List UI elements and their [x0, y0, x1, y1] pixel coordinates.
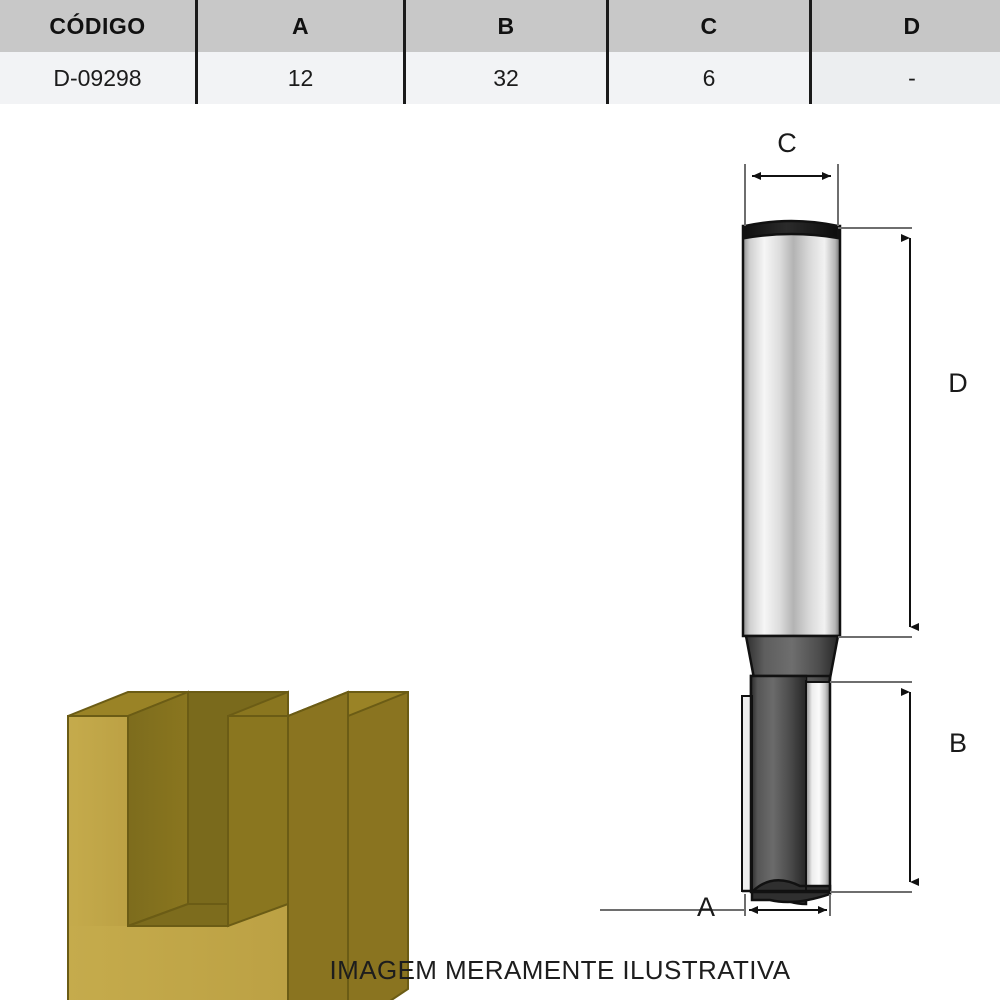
bit-cutter-body-fill [751, 676, 806, 891]
router-bit-illustration [741, 219, 842, 906]
column-header-d: D [809, 0, 1000, 52]
dimension-label-b: B [949, 728, 967, 758]
dimension-annotations [600, 164, 919, 916]
table-body: D-09298 12 32 6 - [0, 52, 1000, 104]
dimension-label-a: A [697, 892, 715, 922]
dimension-label-d: D [948, 368, 968, 398]
bit-shank-top-cap [743, 219, 840, 240]
spec-table: CÓDIGO A B C D D-09298 12 32 6 - [0, 0, 1000, 105]
illustration-caption: IMAGEM MERAMENTE ILUSTRATIVA [0, 955, 1000, 986]
wood-left-prong-front [68, 716, 128, 926]
wood-right-face [347, 691, 409, 1000]
wood-block-illustration [67, 690, 409, 1000]
cell-codigo: D-09298 [0, 52, 197, 104]
wood-groove-inner-right [227, 690, 289, 928]
wood-groove-inner-left [127, 690, 189, 928]
table-bottom-divider [0, 104, 1000, 105]
column-header-c: C [606, 0, 811, 52]
wood-edge-top-right [287, 691, 349, 717]
cell-b: 32 [403, 52, 608, 104]
cell-c: 6 [606, 52, 811, 104]
bit-shank [741, 224, 842, 638]
table-header: CÓDIGO A B C D [0, 0, 1000, 52]
column-header-b: B [403, 0, 608, 52]
technical-drawing: C D B A [0, 104, 1000, 1000]
dimension-label-c: C [777, 128, 797, 158]
wood-right-side-face [287, 690, 349, 1000]
column-header-codigo: CÓDIGO [0, 0, 197, 52]
table-header-row: CÓDIGO A B C D [0, 0, 1000, 52]
cell-a: 12 [195, 52, 405, 104]
column-header-a: A [195, 0, 405, 52]
specifications-table: CÓDIGO A B C D D-09298 12 32 6 - [0, 0, 1000, 104]
caption-text: IMAGEM MERAMENTE ILUSTRATIVA [329, 955, 791, 985]
wood-front-outline [67, 715, 289, 1000]
cell-d: - [809, 52, 1000, 104]
table-row: D-09298 12 32 6 - [0, 52, 1000, 104]
bit-flute-edge [805, 681, 831, 895]
dimension-label-group: C D B A [697, 128, 968, 922]
